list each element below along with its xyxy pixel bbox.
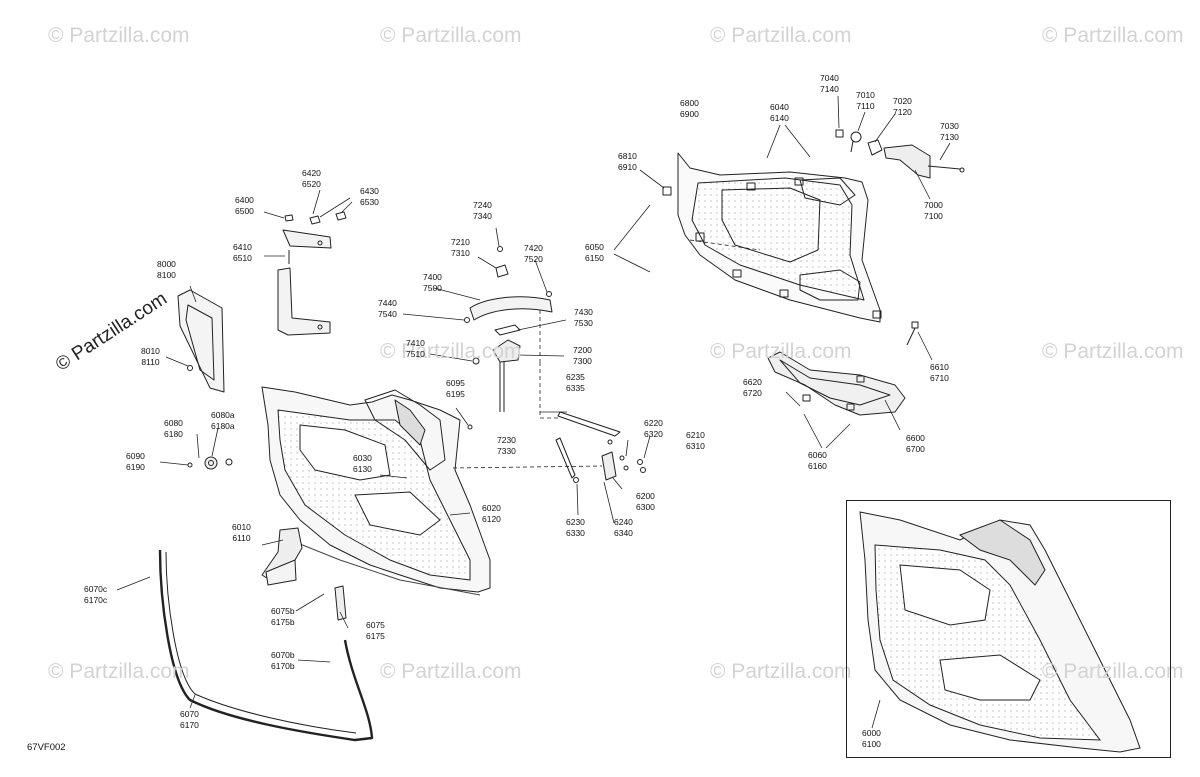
- corner-bracket-8000: [177, 289, 225, 393]
- watermark: © Partzilla.com: [380, 660, 522, 683]
- inset-door-view: [859, 511, 1141, 753]
- watermark: © Partzilla.com: [48, 24, 190, 47]
- armrest-panel-6600: [767, 321, 919, 416]
- watermark: © Partzilla.com: [1042, 660, 1184, 683]
- watermark: © Partzilla.com: [710, 660, 852, 683]
- watermark: © Partzilla.com: [380, 340, 522, 363]
- inner-handle-6010: [261, 527, 303, 586]
- door-seal-6070: [158, 549, 374, 742]
- watermark: © Partzilla.com: [1042, 340, 1184, 363]
- upper-door-panel-6800: [662, 152, 882, 323]
- hinge-6400: [277, 211, 347, 336]
- watermark: © Partzilla.com: [710, 24, 852, 47]
- watermark: © Partzilla.com: [710, 340, 852, 363]
- inset-frame: [846, 500, 1171, 758]
- watermark: © Partzilla.com: [1042, 24, 1184, 47]
- dashed-assembly-lines: [452, 239, 761, 469]
- watermark: © Partzilla.com: [380, 24, 522, 47]
- watermark: © Partzilla.com: [48, 660, 190, 683]
- strap-7400: [464, 246, 553, 412]
- leader-lines: [116, 95, 951, 729]
- washers-6080: [187, 456, 233, 470]
- handle-hardware-7000: [835, 129, 965, 179]
- latch-6200: [555, 411, 646, 483]
- drawing-reference: 67VF002: [27, 742, 66, 753]
- main-door-6020: [261, 386, 491, 596]
